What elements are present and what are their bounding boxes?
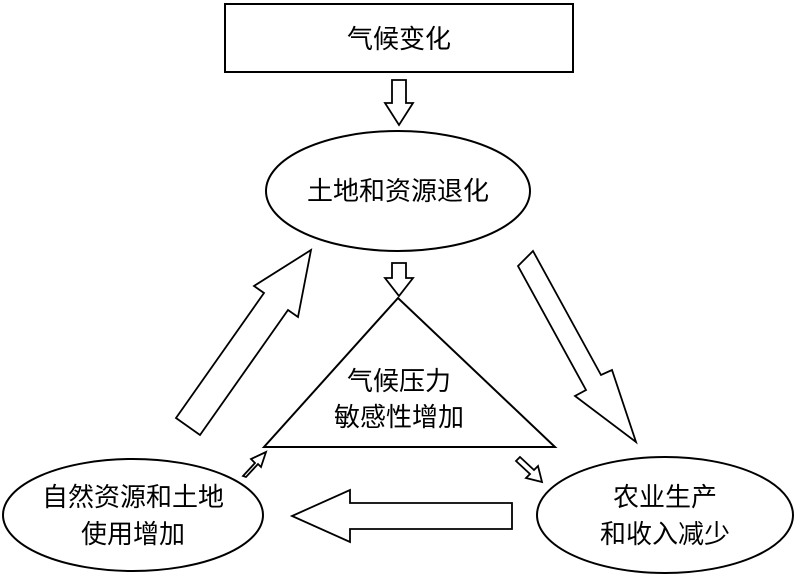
arrow-resource-to-triangle (241, 450, 268, 479)
agri-production-label-1: 农业生产 (613, 483, 717, 513)
agri-production-label-2: 和收入减少 (600, 520, 730, 550)
climate-pressure-label-2: 敏感性增加 (334, 403, 464, 433)
climate-pressure-label-1: 气候压力 (347, 367, 451, 397)
resource-use-label-2: 使用增加 (81, 520, 185, 550)
arrow-down-top (383, 79, 415, 127)
climate-pressure-node: 气候压力 敏感性增加 (261, 296, 558, 448)
resource-use-label-1: 自然资源和土地 (42, 483, 224, 513)
arrow-agri-to-resource (289, 488, 513, 544)
climate-change-label: 气候变化 (347, 25, 451, 55)
agri-production-node: 农业生产 和收入减少 (536, 456, 794, 574)
resource-use-node: 自然资源和土地 使用增加 (2, 458, 264, 572)
land-degradation-label: 土地和资源退化 (307, 177, 489, 207)
arrow-resource-to-land (174, 248, 313, 437)
arrow-land-to-agri (516, 249, 638, 445)
climate-change-box: 气候变化 (224, 3, 574, 73)
arrow-down-to-triangle (383, 262, 415, 298)
arrow-triangle-to-agri (514, 455, 544, 484)
land-degradation-node: 土地和资源退化 (265, 130, 531, 252)
